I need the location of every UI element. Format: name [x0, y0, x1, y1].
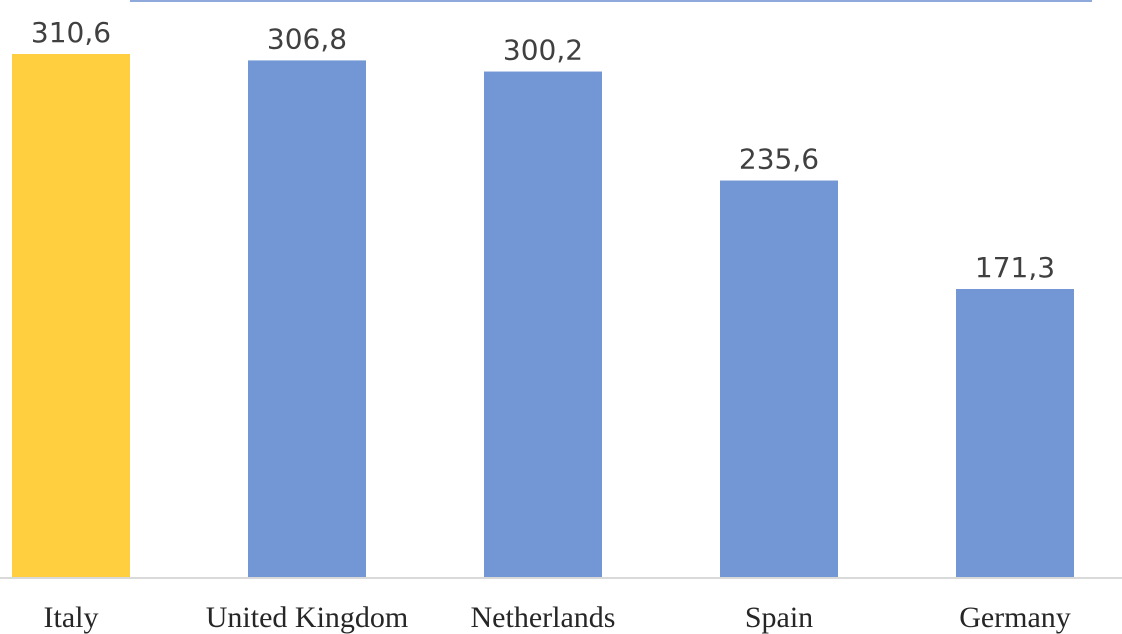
bars-group — [12, 54, 1074, 578]
value-label: 310,6 — [31, 16, 111, 49]
category-label: Spain — [745, 601, 813, 634]
bar-germany — [956, 289, 1074, 578]
value-label: 300,2 — [503, 34, 583, 67]
category-label: Italy — [44, 601, 99, 634]
category-label: Netherlands — [471, 601, 616, 634]
value-labels-group: 310,6 306,8 300,2 235,6 171,3 — [31, 16, 1055, 284]
value-label: 306,8 — [267, 22, 347, 55]
category-labels-group: Italy United Kingdom Netherlands Spain Germa… — [44, 601, 1071, 634]
category-label: United Kingdom — [206, 601, 409, 634]
value-label: 235,6 — [739, 143, 819, 176]
bar-spain — [720, 180, 838, 578]
category-label: Germany — [959, 601, 1071, 634]
bar-italy — [12, 54, 130, 578]
bar-netherlands — [484, 71, 602, 578]
value-label: 171,3 — [975, 251, 1055, 284]
bar-united-kingdom — [248, 60, 366, 578]
